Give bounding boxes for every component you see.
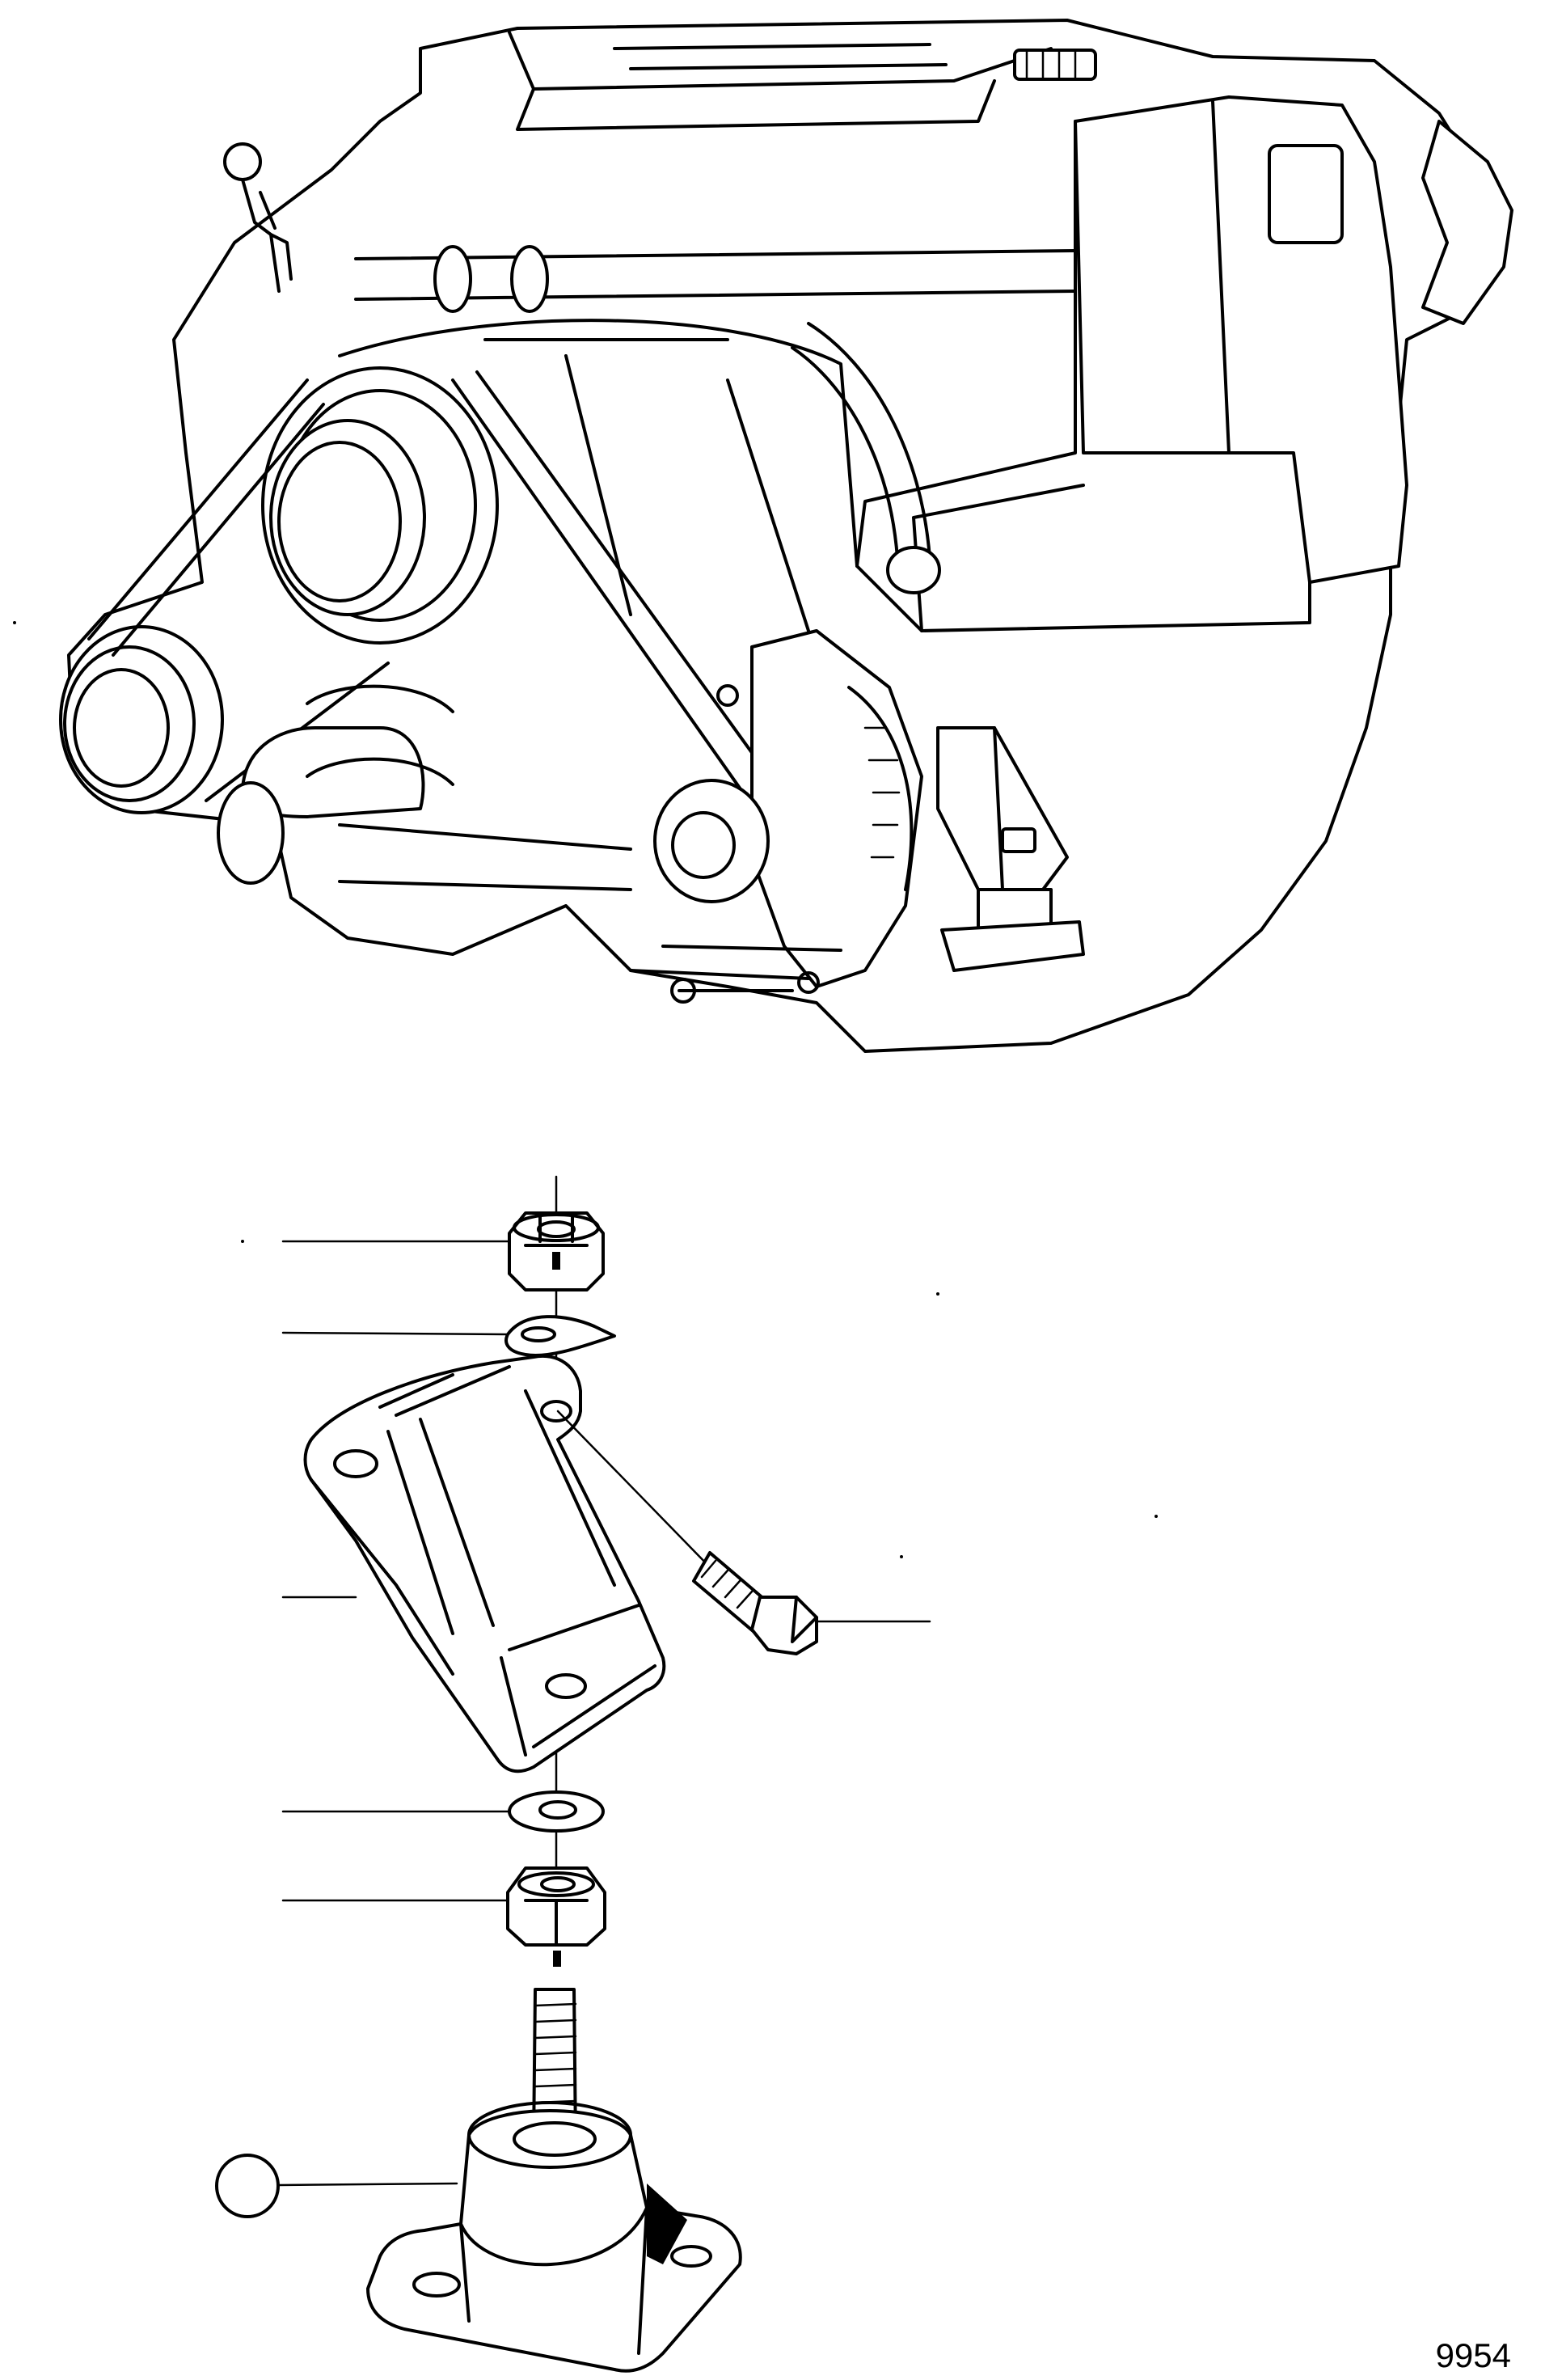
mounting-bracket (303, 1354, 666, 1773)
left-pulley (59, 625, 224, 814)
callout-bubble-mount (215, 2154, 280, 2218)
leader-cotter-pin (281, 1331, 509, 1336)
alternator (653, 629, 923, 994)
upper-pulley (261, 366, 499, 645)
callout-leaders (215, 1240, 931, 2218)
engine-illustration (59, 19, 1513, 1053)
coolant-pipe (354, 249, 1077, 301)
leader-mount (277, 2182, 458, 2187)
exhaust-elbow (1421, 120, 1513, 325)
filler-cap (1013, 49, 1097, 81)
flat-washer (508, 1790, 605, 1833)
rocker-cover (508, 31, 1053, 131)
lifting-eye (223, 142, 293, 293)
rubber-mount (366, 1988, 742, 2373)
hex-bolt (556, 1410, 818, 1655)
figure-number: 9954 (1435, 2336, 1511, 2374)
print-specks (13, 621, 1158, 1558)
cotter-pin (504, 1315, 616, 1357)
engine-mount-installed (936, 726, 1085, 972)
hex-nut (506, 1866, 606, 1967)
castle-nut (508, 1211, 605, 1291)
